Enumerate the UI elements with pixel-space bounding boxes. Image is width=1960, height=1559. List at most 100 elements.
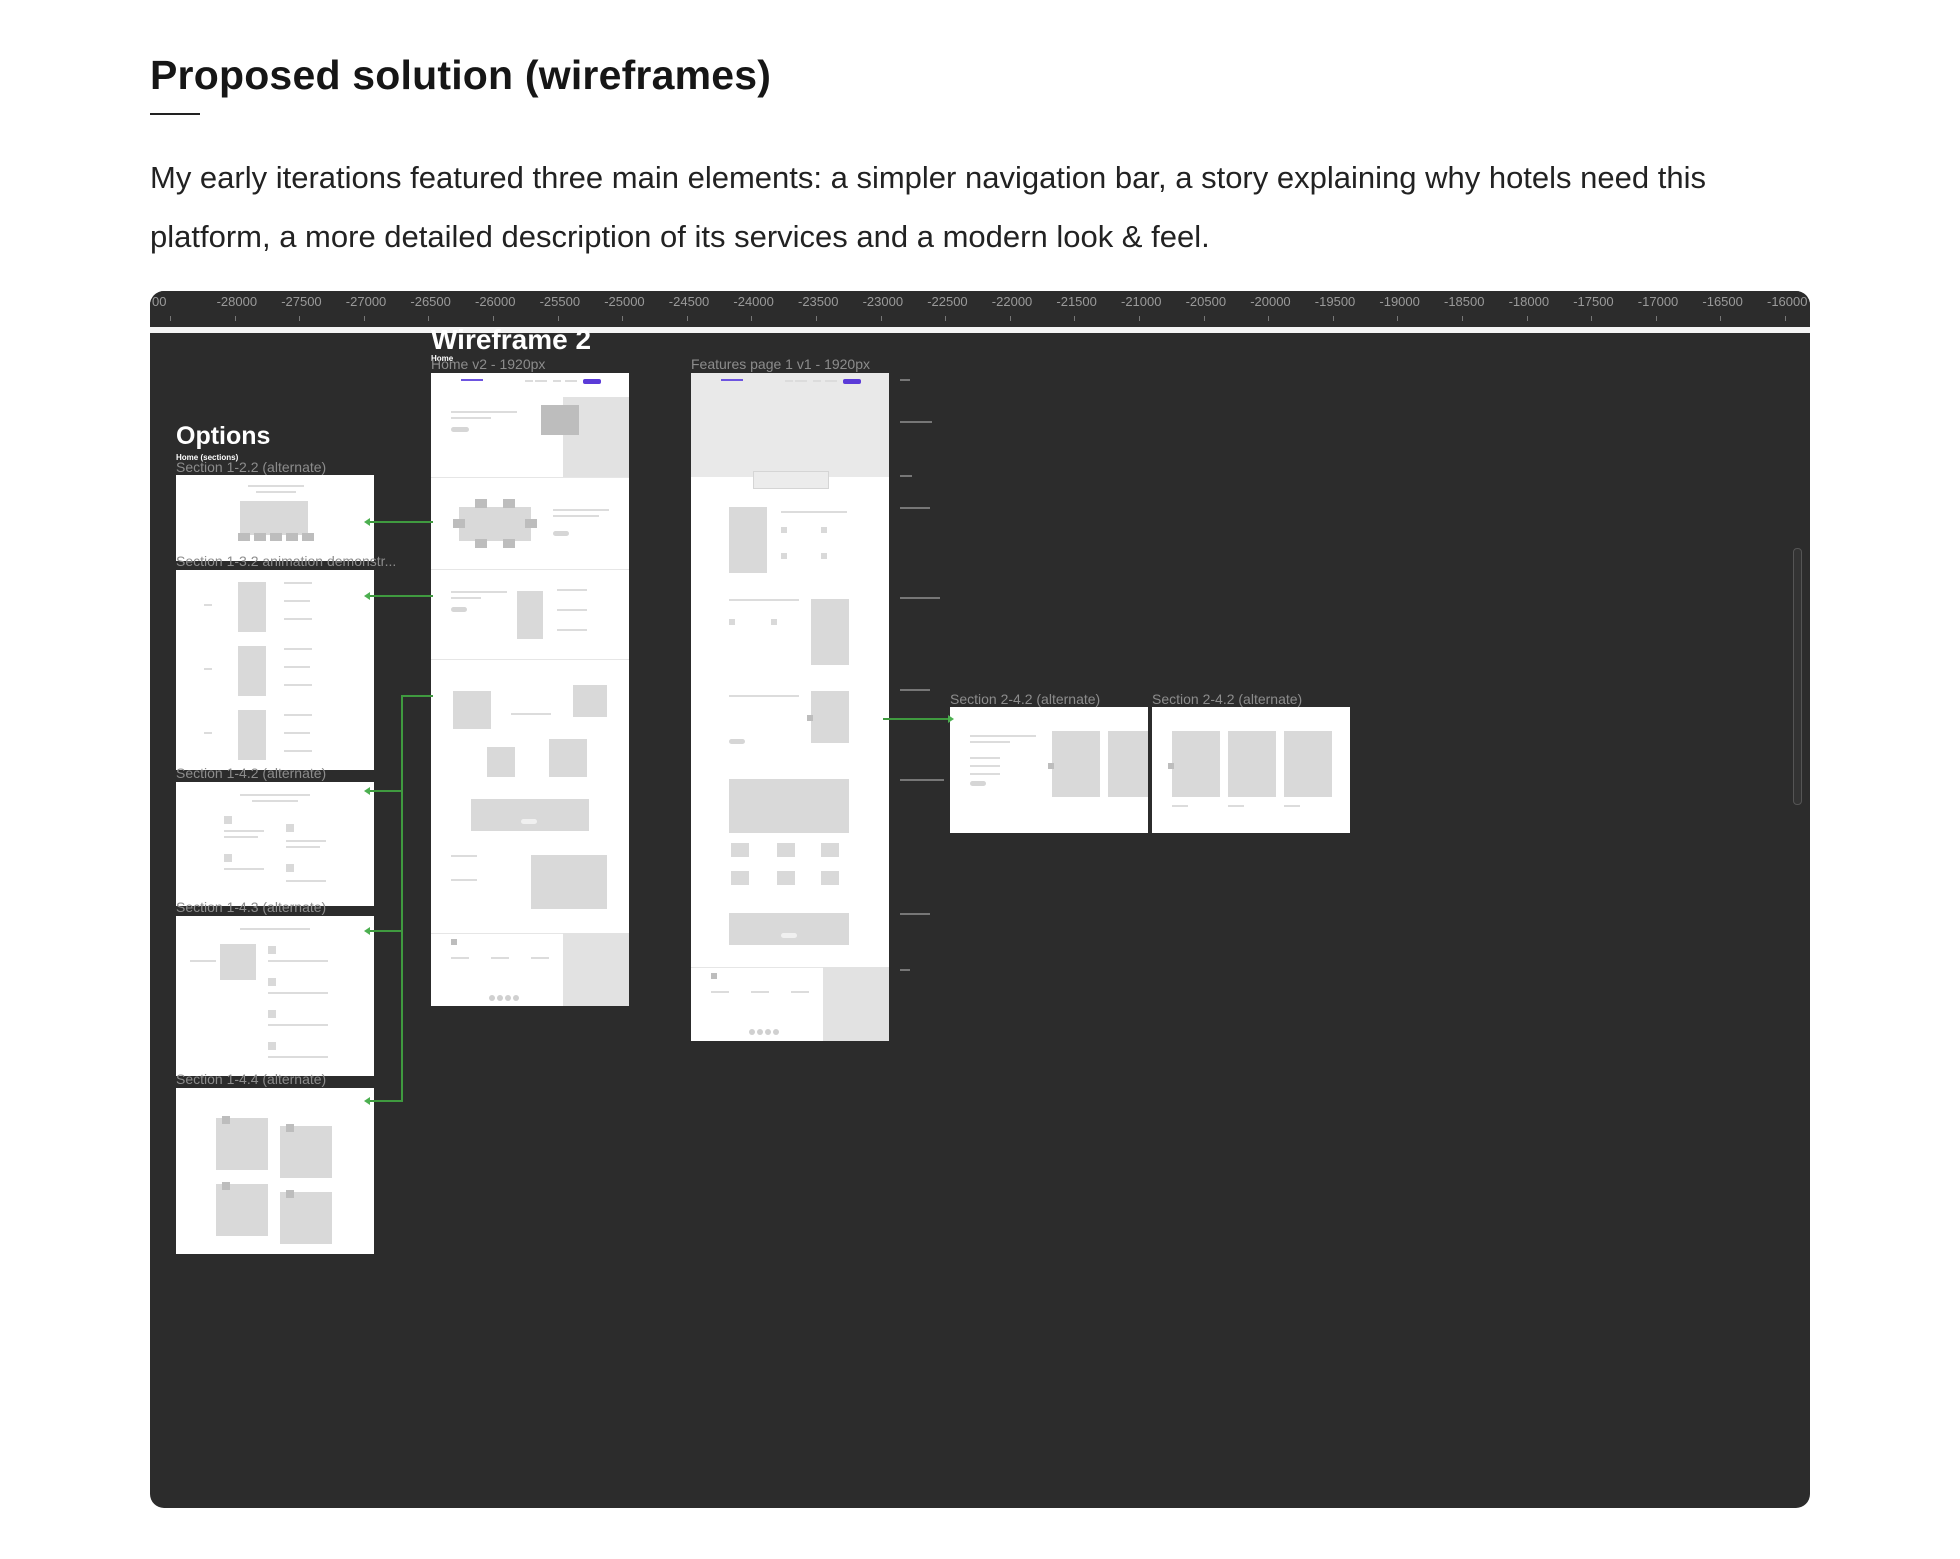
ruler-tick — [1009, 316, 1011, 321]
annotation-note — [900, 969, 910, 971]
ruler-label: -22500 — [927, 294, 968, 309]
connector-wire — [401, 695, 433, 697]
ruler-tick — [363, 316, 365, 321]
frame-label-option-5: Section 1-4.4 (alternate) — [176, 1071, 327, 1087]
ruler-tick — [1203, 316, 1205, 321]
arrow-left-icon — [364, 592, 370, 600]
ruler-tick — [622, 316, 624, 321]
ruler-label: -22000 — [991, 294, 1033, 309]
frame-label-alternate-2: Section 2-4.2 (alternate) — [1152, 691, 1303, 707]
ruler-label: -19000 — [1379, 294, 1420, 309]
alternate-frame-1[interactable] — [950, 707, 1148, 833]
ruler-label: -27500 — [281, 294, 322, 309]
ruler-tick — [493, 316, 494, 321]
alternate-frame-2[interactable] — [1152, 707, 1350, 833]
ruler-label: -17000 — [1637, 294, 1679, 309]
heading-underline — [150, 113, 200, 115]
option-frame-4[interactable] — [176, 916, 374, 1076]
frame-label-option-4: Section 1-4.3 (alternate) — [176, 899, 327, 915]
ruler-label: -21000 — [1121, 294, 1162, 309]
ruler-tick — [1332, 316, 1334, 321]
wireframe2-subtitle: Home — [431, 354, 454, 363]
ruler-tick — [170, 316, 171, 321]
arrow-left-icon — [364, 518, 370, 526]
option-frame-1[interactable] — [176, 475, 374, 561]
ruler-divider — [150, 327, 1810, 333]
connector-wire — [368, 790, 403, 792]
ruler-label: -18000 — [1508, 294, 1550, 309]
arrow-left-icon — [364, 787, 370, 795]
annotation-note — [900, 913, 930, 915]
ruler-tick — [1720, 316, 1722, 321]
option-frame-3[interactable] — [176, 782, 374, 906]
annotation-note — [900, 475, 912, 477]
ruler-label: -26500 — [410, 294, 451, 309]
ruler-tick — [686, 316, 688, 321]
frame-label-home-v2: Home v2 - 1920px — [431, 356, 546, 372]
options-title: Options — [176, 422, 271, 450]
intro-paragraph: My early iterations featured three main … — [150, 160, 1706, 254]
ruler-tick — [816, 316, 817, 321]
connector-wire — [368, 595, 433, 597]
annotation-note — [900, 689, 930, 691]
frame-label-alternate-1: Section 2-4.2 (alternate) — [950, 691, 1101, 707]
annotation-note — [900, 507, 930, 509]
ruler-tick — [1462, 316, 1463, 321]
connector-wire — [368, 521, 433, 523]
ruler-tick — [1139, 316, 1140, 321]
home-v2-frame[interactable] — [431, 373, 629, 1006]
ruler-label: -26000 — [475, 294, 516, 309]
connector-wire — [368, 1100, 403, 1102]
ruler-label: -28000 — [216, 294, 258, 309]
ruler-label: 00 — [152, 294, 167, 309]
options-subtitle: Home (sections) — [176, 453, 239, 462]
connector-wire — [401, 695, 403, 1101]
ruler-label: -16500 — [1702, 294, 1743, 309]
section-heading: Proposed solution (wireframes) — [150, 52, 772, 98]
ruler-label: -16000 — [1767, 294, 1808, 309]
annotation-note — [900, 597, 940, 599]
ruler-tick — [1655, 316, 1657, 321]
horizontal-ruler: 00 -28000 -27500 -27000 -26500 -26000 -25500 -2… — [150, 291, 1810, 328]
features-page-frame[interactable] — [691, 373, 889, 1041]
ruler-label: -24500 — [668, 294, 710, 309]
connector-wire — [883, 718, 951, 720]
arrow-left-icon — [364, 1097, 370, 1105]
option-frame-5[interactable] — [176, 1088, 374, 1254]
arrow-left-icon — [364, 927, 370, 935]
design-canvas-screenshot: 00 -28000 -27500 -27000 -26500 -26000 -25500 -2… — [150, 291, 1810, 1508]
option-frame-2[interactable] — [176, 570, 374, 770]
ruler-tick — [1074, 316, 1076, 321]
ruler-tick — [751, 316, 753, 321]
frame-label-option-1: Section 1-2.2 (alternate) — [176, 459, 327, 475]
annotation-note — [900, 379, 910, 381]
ruler-label: -27000 — [345, 294, 387, 309]
ruler-label: -25000 — [604, 294, 645, 309]
annotation-note — [900, 779, 944, 781]
ruler-label: -23500 — [798, 294, 839, 309]
wireframe2-title: Wireframe 2 — [431, 324, 592, 355]
ruler-tick — [1785, 316, 1786, 321]
ruler-label: -25500 — [539, 294, 581, 309]
ruler-label: -20000 — [1250, 294, 1291, 309]
ruler-tick — [1591, 316, 1593, 321]
connector-wire — [368, 930, 403, 932]
ruler-label: -21500 — [1056, 294, 1097, 309]
ruler-label: -19500 — [1314, 294, 1356, 309]
ruler-label: -18500 — [1444, 294, 1485, 309]
ruler-tick — [557, 316, 559, 321]
frame-label-features-page: Features page 1 v1 - 1920px — [691, 356, 871, 372]
ruler-tick — [299, 316, 301, 321]
frame-label-option-3: Section 1-4.2 (alternate) — [176, 765, 327, 781]
ruler-label: -17500 — [1573, 294, 1614, 309]
ruler-tick — [880, 316, 882, 321]
annotation-note — [900, 421, 932, 423]
frame-label-option-2: Section 1-3.2 animation demonstr... — [176, 553, 397, 569]
ruler-tick — [428, 316, 430, 321]
ruler-tick — [1397, 316, 1399, 321]
ruler-label: -23000 — [862, 294, 904, 309]
ruler-label: -24000 — [733, 294, 774, 309]
canvas-vertical-scrollbar[interactable] — [1793, 548, 1802, 805]
ruler-tick — [945, 316, 947, 321]
ruler-tick — [1268, 316, 1270, 321]
